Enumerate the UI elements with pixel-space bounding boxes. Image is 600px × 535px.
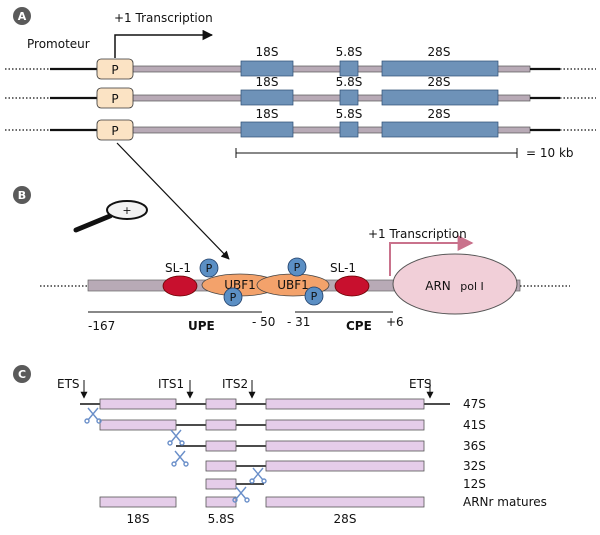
scale-bar xyxy=(235,148,518,158)
rdna-repeat-3: P xyxy=(5,119,596,141)
magnifier-icon: + xyxy=(73,200,148,233)
rna-row-41s xyxy=(99,419,425,431)
rna-pol-i xyxy=(392,253,518,315)
transcription-arrow-a xyxy=(114,29,214,58)
row-label-12s: 12S xyxy=(463,477,486,491)
panel-c: C ETS ITS1 ITS2 ETS 47S 41S xyxy=(13,365,547,526)
row-label-47s: 47S xyxy=(463,397,486,411)
rdna-repeat-1: P xyxy=(5,58,596,80)
phospho-1: P xyxy=(199,258,219,278)
promoter-box xyxy=(96,87,134,109)
panel-b-badge xyxy=(13,186,31,204)
its2-label: ITS2 xyxy=(222,377,248,391)
scissors-icon xyxy=(84,407,102,424)
label-28s: 28S xyxy=(428,45,451,59)
gene-28s xyxy=(381,121,499,138)
gene-28s xyxy=(381,60,499,77)
pos-minus-50: - 50 xyxy=(252,315,275,329)
label-18s: 18S xyxy=(256,75,279,89)
its1-label: ITS1 xyxy=(158,377,184,391)
row-label-32s: 32S xyxy=(463,459,486,473)
rna-row-47s xyxy=(80,398,450,410)
label-18s: 18S xyxy=(256,107,279,121)
scissors-icon xyxy=(171,450,189,467)
panel-c-letter: C xyxy=(18,368,26,381)
rdna-repeat-2: P xyxy=(5,87,596,109)
scale-label: = 10 kb xyxy=(526,146,574,160)
pos-minus-31: - 31 xyxy=(287,315,310,329)
phospho-2: P xyxy=(223,287,243,307)
bottom-label-28s: 28S xyxy=(334,512,357,526)
rna-row-mature xyxy=(99,496,425,508)
gene-5-8s xyxy=(339,121,359,138)
label-28s: 28S xyxy=(428,107,451,121)
gene-5-8s xyxy=(339,60,359,77)
label-5-8s: 5.8S xyxy=(336,75,363,89)
sl1-left xyxy=(162,275,198,297)
pos-plus-6: +6 xyxy=(386,315,404,329)
transcription-arrow-b xyxy=(389,235,474,276)
rna-row-32s xyxy=(205,460,425,472)
panel-c-badge xyxy=(13,365,31,383)
gene-18s xyxy=(240,89,294,106)
svg-text:P: P xyxy=(230,291,237,304)
row-label-41s: 41S xyxy=(463,418,486,432)
row-label-mature: ARNr matures xyxy=(463,495,547,509)
promoter-label: Promoteur xyxy=(27,37,90,51)
bottom-label-18s: 18S xyxy=(127,512,150,526)
panel-a-letter: A xyxy=(18,10,27,23)
row-label-36s: 36S xyxy=(463,439,486,453)
promoter-box-label: P xyxy=(111,92,118,106)
label-18s: 18S xyxy=(256,45,279,59)
rna-pol-label: ARN xyxy=(425,279,451,293)
sl1-right-label: SL-1 xyxy=(330,261,356,275)
transcription-label-a: +1 Transcription xyxy=(114,11,213,25)
magnifier-plus: + xyxy=(122,204,131,217)
panel-a: A Promoteur +1 Transcription P P xyxy=(5,7,596,160)
cpe-label: CPE xyxy=(346,319,372,333)
panel-a-badge xyxy=(13,7,31,25)
panel-b-letter: B xyxy=(18,189,26,202)
panel-b: B + +1 Transcription ARN pol I UBF1 UBF1… xyxy=(13,186,570,333)
label-5-8s: 5.8S xyxy=(336,45,363,59)
transcription-label-b: +1 Transcription xyxy=(368,227,467,241)
scissors-icon xyxy=(232,486,250,503)
label-5-8s: 5.8S xyxy=(336,107,363,121)
rna-row-36s xyxy=(176,440,425,452)
phospho-3: P xyxy=(287,257,307,277)
bottom-label-5-8s: 5.8S xyxy=(208,512,235,526)
promoter-box-label: P xyxy=(111,124,118,138)
promoter-box xyxy=(96,119,134,141)
gene-18s xyxy=(240,60,294,77)
svg-text:P: P xyxy=(311,290,318,303)
label-28s: 28S xyxy=(428,75,451,89)
gene-28s xyxy=(381,89,499,106)
promoter-box xyxy=(96,58,134,80)
svg-text:P: P xyxy=(294,261,301,274)
ubf1-right-label: UBF1 xyxy=(277,278,309,292)
ets-right-label: ETS xyxy=(409,377,432,391)
sl1-right xyxy=(334,275,370,297)
svg-text:P: P xyxy=(206,262,213,275)
scissors-icon xyxy=(249,467,267,484)
zoom-arrow xyxy=(116,142,230,260)
promoter-box-label: P xyxy=(111,63,118,77)
rna-pol-sub: pol I xyxy=(460,280,484,293)
gene-18s xyxy=(240,121,294,138)
phospho-4: P xyxy=(304,286,324,306)
upe-label: UPE xyxy=(188,319,215,333)
sl1-left-label: SL-1 xyxy=(165,261,191,275)
scissors-icon xyxy=(167,429,185,446)
gene-5-8s xyxy=(339,89,359,106)
pos-minus-167: -167 xyxy=(88,319,115,333)
ets-left-label: ETS xyxy=(57,377,80,391)
rna-row-12s xyxy=(205,478,264,490)
